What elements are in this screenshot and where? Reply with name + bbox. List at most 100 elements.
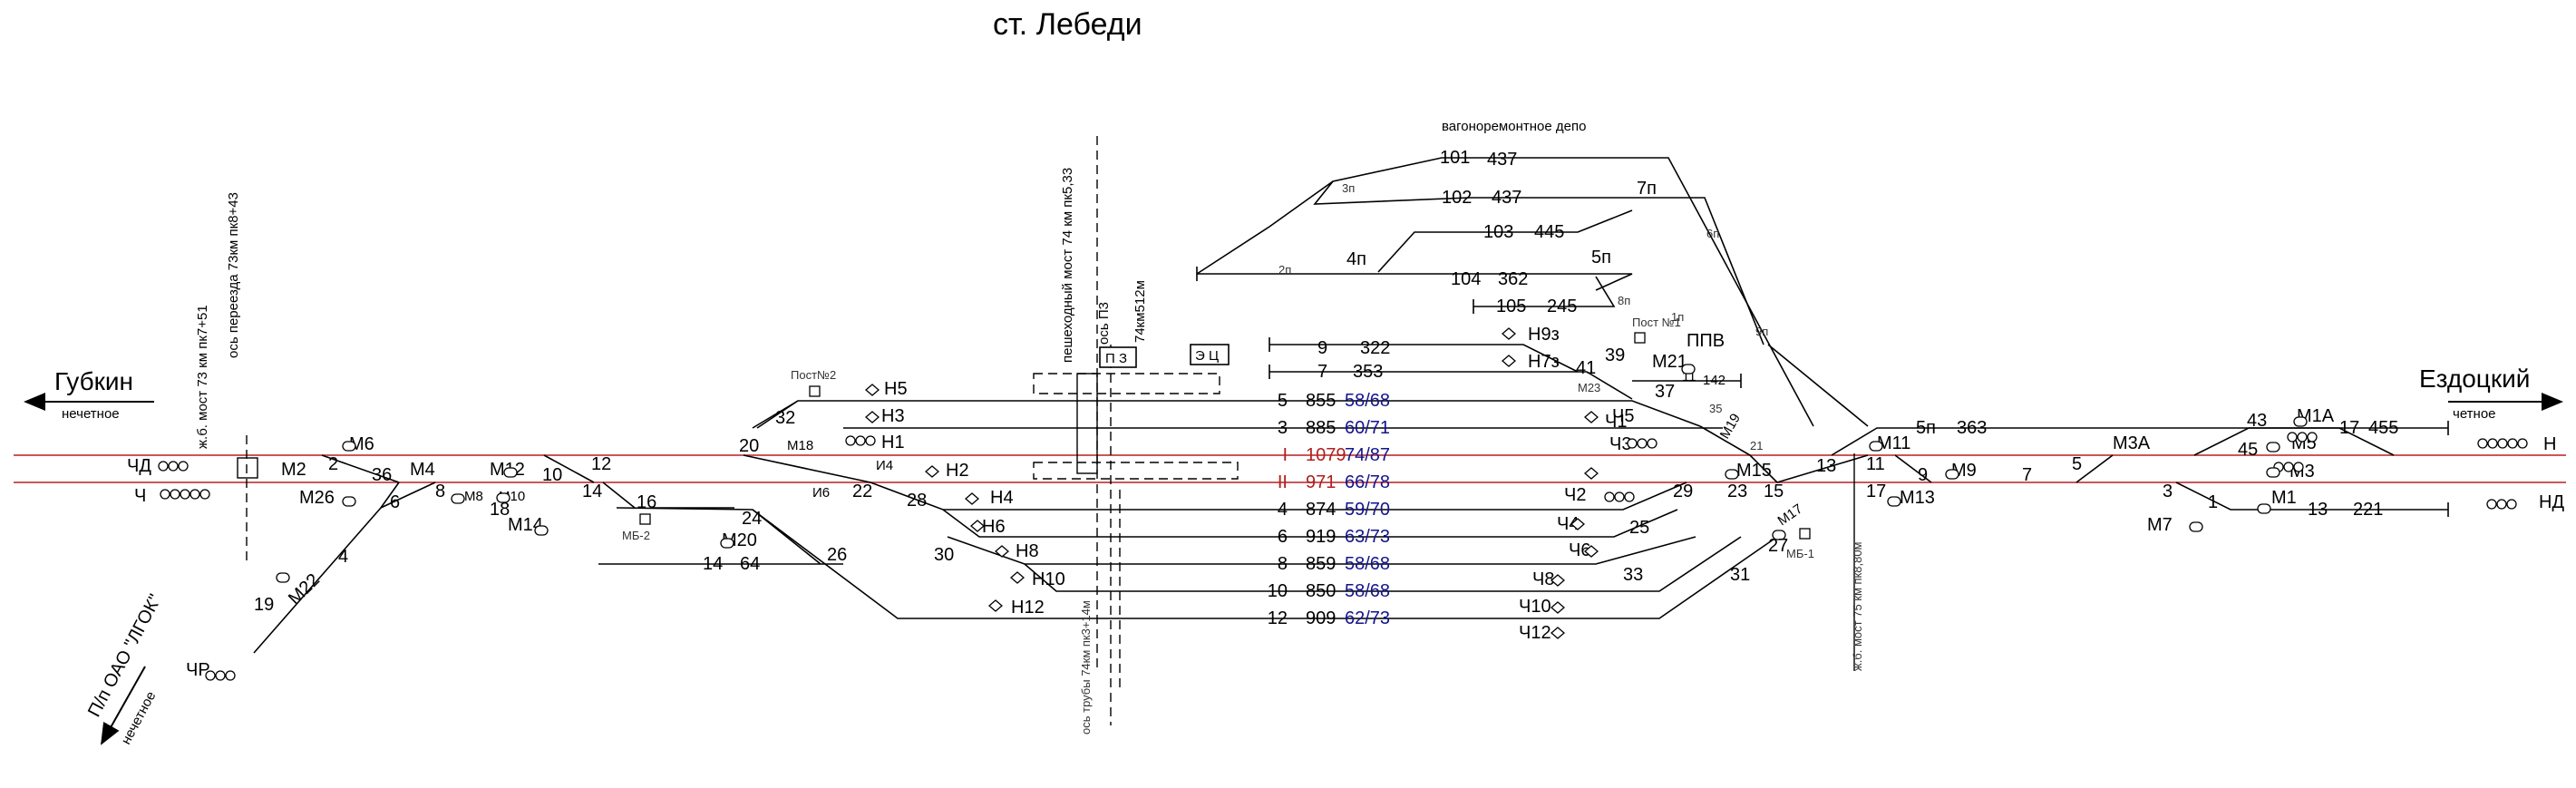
signal-Ch4: Ч4 (1557, 514, 1579, 534)
label-9: 9 (1317, 338, 1327, 358)
signal-lamp-icon (1604, 491, 1615, 502)
route-signal-icon (1584, 411, 1599, 423)
shunt-signal-icon (1945, 469, 1959, 480)
label-14-len: 64 (740, 554, 760, 574)
switch-26: 26 (827, 545, 847, 565)
shunt-signal-icon (503, 467, 518, 478)
signal-M4: М4 (410, 460, 435, 480)
switch-12: 12 (591, 454, 611, 474)
building-ec: Э Ц (1190, 344, 1230, 365)
track-17-east (2193, 427, 2448, 456)
switch-31: 31 (1730, 565, 1750, 585)
footbridge-structure (1076, 373, 1098, 474)
signal-M6: М6 (349, 434, 374, 454)
switch-39: 39 (1605, 345, 1625, 365)
signal-lamp-icon (199, 489, 210, 500)
signal-ChD: ЧД (127, 456, 151, 476)
label-9-len: 322 (1360, 338, 1390, 358)
label-2p: 2п (1278, 263, 1291, 277)
shunt-signal-icon (276, 572, 290, 583)
label-6p: 6п (1706, 227, 1719, 240)
signal-M14: М14 (508, 515, 543, 535)
track-6-number: 6 (1278, 527, 1288, 547)
shunt-signal-icon (1681, 364, 1696, 375)
depot-tracks (1196, 157, 1814, 427)
route-signal-icon (1584, 545, 1599, 558)
switch-27: 27 (1768, 536, 1788, 556)
route-signal-icon (1550, 601, 1565, 614)
link-9 (1894, 454, 1932, 483)
signal-M21: М21 (1652, 352, 1687, 372)
route-signal-icon (988, 599, 1003, 612)
signal-M7: М7 (2147, 515, 2173, 535)
east-tracks (1767, 344, 2449, 517)
signal-lamp-icon (2293, 462, 2304, 472)
signal-lamp-icon (205, 670, 216, 681)
signal-lamp-icon (1614, 491, 1625, 502)
signal-I6: И6 (812, 485, 830, 501)
label-105-len: 245 (1547, 297, 1577, 316)
signal-lamp-icon (190, 489, 200, 500)
signal-lamp-icon (215, 670, 226, 681)
track-103 (1377, 209, 1633, 273)
label-35: 35 (1709, 402, 1722, 415)
signal-Ch: Ч (134, 486, 146, 506)
track-4-capacity: 66/78 (1345, 472, 1390, 492)
track-8-capacity: 58/68 (1345, 581, 1390, 601)
route-signal-icon (865, 411, 880, 423)
mb1-label: МБ-1 (1786, 547, 1814, 560)
signal-H3: Н3 (881, 406, 905, 426)
station-title: ст. Лебеди (993, 7, 1142, 42)
route-signal-icon (1570, 518, 1585, 530)
track-15-17 (1749, 454, 1778, 483)
post1-box (1634, 332, 1646, 344)
switch-16: 16 (637, 492, 656, 512)
track-5p (1831, 427, 2395, 456)
route-signal-icon (865, 384, 880, 396)
switch-45: 45 (2238, 440, 2258, 460)
signal-lamp-icon (1627, 438, 1638, 449)
track-21 (1699, 425, 1751, 456)
signal-lamp-icon (2486, 499, 2497, 510)
label-102: 102 (1442, 188, 1472, 208)
link-7-5 (2075, 454, 2114, 483)
link-14 (602, 482, 636, 509)
track-102 (1313, 180, 1764, 345)
signal-H5: Н5 (884, 379, 908, 399)
direction-lgok: П/п ОАО "ЛГОК" нечетное (84, 591, 166, 747)
label-104-len: 362 (1498, 269, 1528, 289)
signal-M1: М1 (2271, 488, 2297, 508)
track-104 (1197, 273, 1633, 291)
route-signal-icon (1502, 355, 1516, 367)
post2-box (809, 385, 821, 397)
signal-H10: Н10 (1032, 569, 1065, 589)
signal-lamp-icon (1624, 491, 1635, 502)
signal-H6: Н6 (982, 517, 1006, 537)
track-9p-link (1767, 344, 1869, 427)
signal-Ch10: Ч10 (1519, 597, 1551, 617)
label-9p: 9п (1755, 325, 1768, 338)
track-4-length: 971 (1306, 472, 1336, 492)
depot-labels: 101 437 102 437 103 445 104 362 105 245 … (1278, 148, 1768, 452)
signal-ND: НД (2539, 492, 2564, 512)
signal-lamp-icon (2307, 432, 2318, 443)
signal-lamp-icon (2507, 438, 2518, 449)
building-p3: П З (1099, 346, 1137, 368)
shunt-signal-icon (451, 493, 465, 504)
signal-Ch1: Ч1 (1605, 412, 1627, 432)
label-7-len: 353 (1353, 362, 1383, 382)
signal-lamp-icon (225, 670, 236, 681)
signal-lamp-icon (2283, 462, 2294, 472)
switch-43: 43 (2247, 411, 2267, 431)
switch-7: 7 (2022, 465, 2032, 485)
building-ec-label: Э Ц (1195, 348, 1219, 364)
direction-right-sub: четное (2453, 406, 2496, 422)
track-5-length: 874 (1306, 500, 1336, 520)
label-101: 101 (1440, 148, 1470, 168)
mb1-box (1799, 528, 1811, 540)
building-ec-box (1190, 344, 1230, 365)
switch-11: 11 (1866, 454, 1885, 474)
direction-gubkin: Губкин (54, 367, 133, 395)
